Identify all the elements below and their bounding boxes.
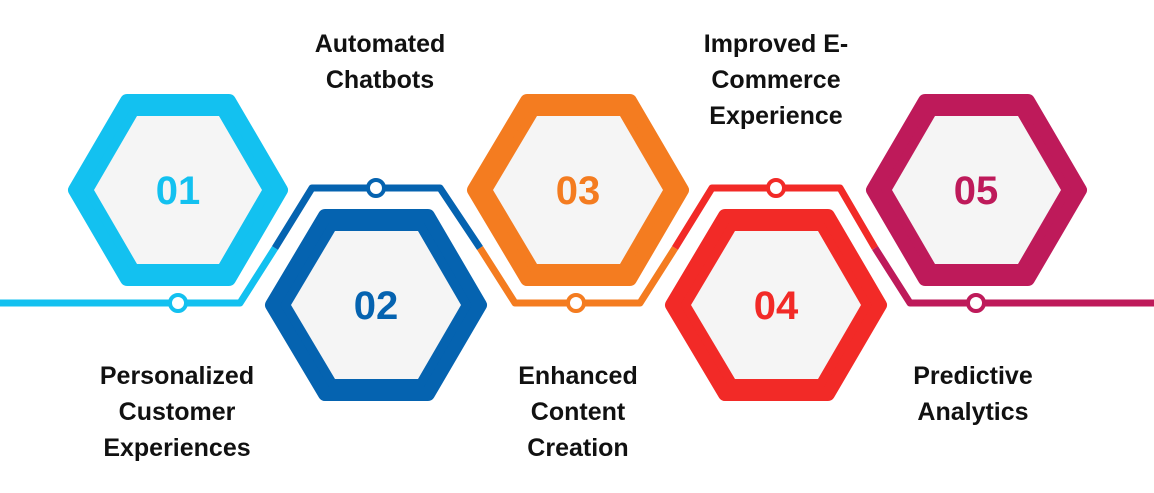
- step-label-05-line-1: Predictive: [913, 362, 1033, 390]
- step-label-01: Personalized Customer Experiences: [67, 358, 287, 466]
- step-number-05: 05: [954, 169, 999, 213]
- step-label-03-line-1: Enhanced: [518, 362, 638, 390]
- step-label-04-line-3: Experience: [709, 102, 843, 130]
- hexagon-step-01: 01: [68, 94, 288, 286]
- step-label-03-line-3: Creation: [527, 434, 629, 462]
- step-label-02-line-2: Chatbots: [325, 66, 435, 94]
- step-label-01-line-3: Experiences: [103, 434, 251, 462]
- step-label-01-line-1: Personalized: [99, 362, 255, 390]
- step-number-04: 04: [754, 284, 799, 328]
- step-label-04: Improved E- Commerce Experience: [666, 26, 886, 134]
- step-number-01: 01: [156, 169, 201, 213]
- connector-dot-03: [566, 293, 586, 313]
- step-label-03: Enhanced Content Creation: [468, 358, 688, 466]
- connector-dot-02: [366, 178, 386, 198]
- connector-dot-05: [966, 293, 986, 313]
- connector-line-05: [872, 246, 1154, 307]
- step-number-03: 03: [556, 169, 601, 213]
- connector-dot-04: [766, 178, 786, 198]
- connector-line-01: [0, 246, 278, 307]
- hexagon-step-05: 05: [866, 94, 1087, 286]
- step-label-02-line-1: Automated: [314, 30, 446, 58]
- step-number-02: 02: [354, 284, 399, 328]
- hexagon-step-03: 03: [467, 94, 689, 286]
- step-label-04-line-2: Commerce: [711, 66, 841, 94]
- step-label-01-line-2: Customer: [118, 398, 236, 426]
- hexagon-step-04: 04: [665, 209, 887, 401]
- step-label-03-line-2: Content: [530, 398, 626, 426]
- step-label-02: Automated Chatbots: [270, 26, 490, 98]
- connector-dot-01: [168, 293, 188, 313]
- step-label-05: Predictive Analytics: [863, 358, 1083, 430]
- step-label-05-line-2: Analytics: [917, 398, 1029, 426]
- step-label-04-line-1: Improved E-: [703, 30, 849, 58]
- hexagon-step-02: 02: [265, 209, 487, 401]
